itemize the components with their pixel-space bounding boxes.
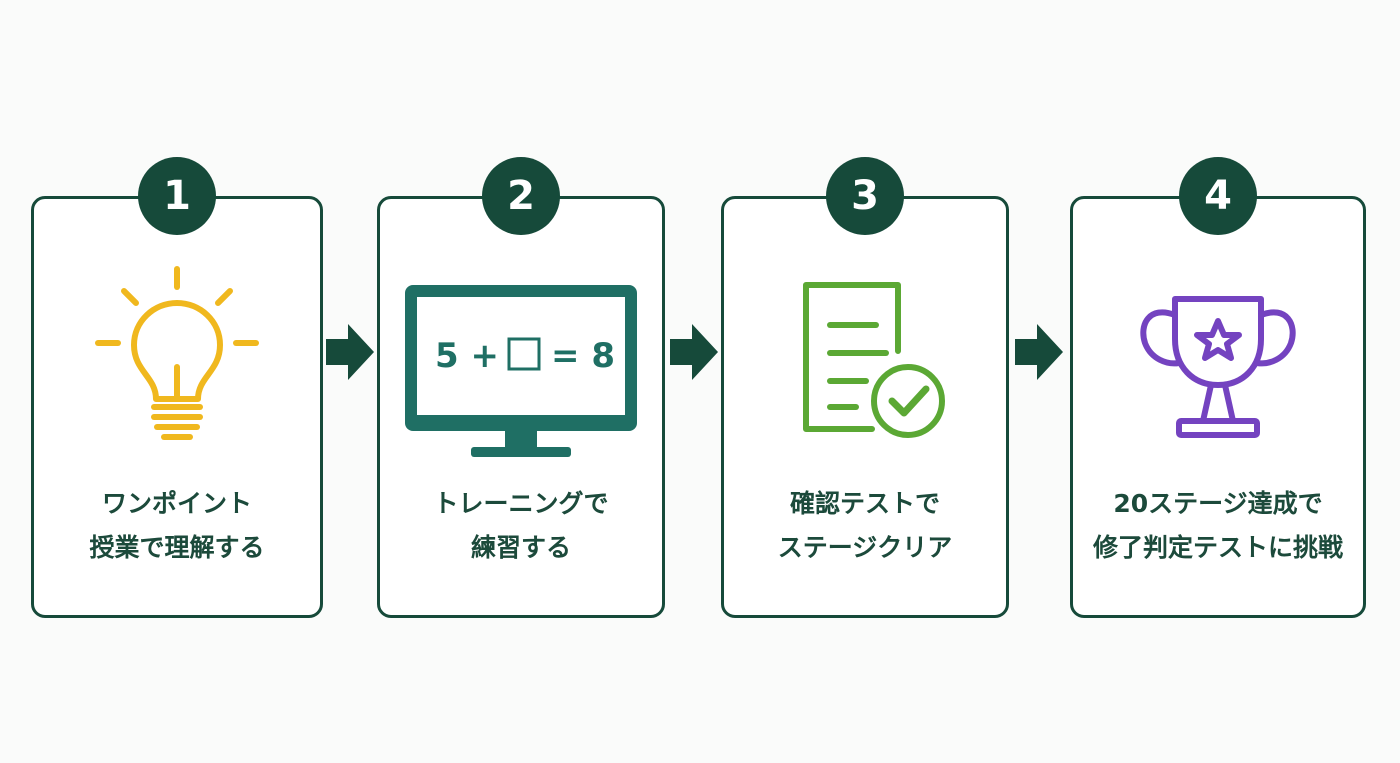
flow-arrow-icon	[326, 324, 374, 380]
step-card-3: 3 確認テストで ステージクリア	[721, 157, 1009, 618]
step-label-line: 確認テストで	[789, 489, 940, 518]
step-number-badge: 1	[138, 157, 216, 235]
step-card-1: 1 ワンポイント 授業で理解する	[31, 157, 323, 618]
equation-blank-box	[507, 337, 541, 371]
document-check-icon	[803, 282, 945, 438]
lightbulb-icon	[95, 266, 259, 440]
step-label-line: 修了判定テストに挑戦	[1092, 533, 1343, 562]
step-label-line: ワンポイント	[101, 489, 252, 518]
step-label: ワンポイント 授業で理解する	[34, 482, 320, 570]
step-number-badge: 2	[482, 157, 560, 235]
step-label-line: トレーニングで	[433, 489, 609, 518]
step-label-line: 練習する	[470, 533, 571, 562]
equation-right: = 8	[551, 336, 615, 376]
step-number-badge: 4	[1179, 157, 1257, 235]
step-label-line: ステージクリア	[777, 533, 953, 562]
step-label: トレーニングで 練習する	[380, 482, 662, 570]
monitor-icon: 5 + = 8	[405, 285, 637, 457]
step-card-4: 4 20ステージ達成で 修了判定テストに挑戦	[1070, 157, 1366, 618]
step-label-line: 20ステージ達成で	[1113, 489, 1323, 518]
equation-left: 5 +	[435, 336, 499, 376]
flow-arrow-icon	[1015, 324, 1063, 380]
step-card-2: 2 5 + = 8 トレーニングで 練習する	[377, 157, 665, 618]
step-label-line: 授業で理解する	[89, 533, 265, 562]
step-label: 20ステージ達成で 修了判定テストに挑戦	[1073, 482, 1363, 570]
flow-arrow-icon	[670, 324, 718, 380]
trophy-icon	[1140, 296, 1296, 438]
step-number-badge: 3	[826, 157, 904, 235]
step-label: 確認テストで ステージクリア	[724, 482, 1006, 570]
